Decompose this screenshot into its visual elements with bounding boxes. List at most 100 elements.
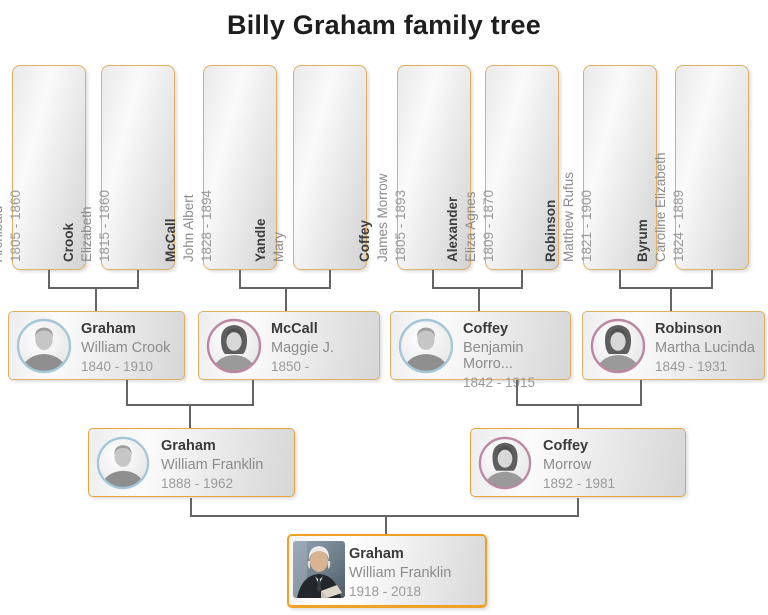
ancestor-card-coffey-james[interactable]: Coffey James Morrow 1805 - 1893 bbox=[357, 65, 471, 270]
person-info: Graham William Franklin 1918 - 2018 bbox=[349, 546, 451, 599]
connector-line bbox=[577, 404, 579, 428]
connector-line bbox=[577, 498, 579, 517]
connector-line bbox=[619, 270, 621, 289]
ancestor-card-alexander-eliza[interactable]: Alexander Eliza Agnes 1809 - 1870 bbox=[445, 65, 559, 270]
female-avatar-icon bbox=[206, 318, 262, 374]
connector-line bbox=[126, 380, 128, 406]
surname: Robinson bbox=[543, 199, 558, 262]
parent-card-coffey-morrow[interactable]: Coffey Morrow 1892 - 1981 bbox=[470, 428, 686, 497]
connector-line bbox=[385, 515, 387, 534]
grandparent-card-mccall-maggie[interactable]: McCall Maggie J. 1850 - bbox=[198, 311, 380, 380]
given-name: William Franklin bbox=[349, 565, 452, 581]
ancestor-card-crook-elizabeth[interactable]: Crook Elizabeth 1815 - 1860 bbox=[61, 65, 175, 270]
surname: Robinson bbox=[655, 321, 722, 337]
connector-line bbox=[137, 270, 139, 289]
surname: McCall bbox=[271, 321, 318, 337]
ancestor-card-text: Byrum Caroline Elizabeth 1824 - 1889 bbox=[634, 74, 688, 262]
surname: Alexander bbox=[445, 196, 460, 262]
ancestor-card-text: Graham Archibald 1805 - 1860 bbox=[0, 74, 25, 262]
connector-line bbox=[190, 498, 192, 517]
life-years: 1824 - 1889 bbox=[671, 189, 686, 262]
given-name: William Franklin bbox=[161, 457, 264, 473]
parent-card-graham-william-franklin[interactable]: Graham William Franklin 1888 - 1962 bbox=[88, 428, 295, 497]
ancestor-card-graham-archibald[interactable]: Graham Archibald 1805 - 1860 bbox=[0, 65, 86, 270]
male-avatar-icon bbox=[96, 436, 150, 490]
life-years: 1805 - 1860 bbox=[8, 189, 23, 262]
surname: Crook bbox=[61, 222, 76, 262]
male-avatar-icon bbox=[398, 318, 454, 374]
connector-line bbox=[711, 270, 713, 289]
female-avatar-icon bbox=[478, 436, 532, 490]
given-name: Archibald bbox=[0, 205, 5, 262]
given-name: Maggie J. bbox=[271, 340, 334, 356]
ancestor-card-robinson-matthew[interactable]: Robinson Matthew Rufus 1821 - 1900 bbox=[543, 65, 657, 270]
life-years: 1805 - 1893 bbox=[393, 189, 408, 262]
connector-line bbox=[48, 287, 139, 289]
given-name: Benjamin Morro... bbox=[463, 340, 524, 372]
surname: Coffey bbox=[357, 219, 372, 262]
connector-line bbox=[95, 287, 97, 311]
person-info: Graham William Crook 1840 - 1910 bbox=[81, 321, 170, 374]
life-years: 1850 - bbox=[271, 359, 310, 374]
connector-line bbox=[432, 287, 523, 289]
life-years: 1892 - 1981 bbox=[543, 476, 616, 491]
surname: Byrum bbox=[635, 219, 650, 262]
connector-line bbox=[521, 270, 523, 289]
surname: Yandle bbox=[253, 218, 268, 262]
ancestor-card-text: Coffey James Morrow 1805 - 1893 bbox=[356, 74, 410, 262]
connector-line bbox=[48, 270, 50, 289]
person-info: Robinson Martha Lucinda 1849 - 1931 bbox=[655, 321, 755, 374]
life-years: 1849 - 1931 bbox=[655, 359, 728, 374]
given-name: Mary bbox=[271, 232, 286, 262]
given-name: William Crook bbox=[81, 340, 171, 356]
connector-line bbox=[619, 287, 713, 289]
given-name: Eliza Agnes bbox=[463, 191, 478, 262]
given-name: Martha Lucinda bbox=[655, 340, 755, 356]
connector-line bbox=[252, 380, 254, 406]
billy-graham-photo bbox=[293, 541, 345, 598]
surname: Coffey bbox=[543, 438, 589, 454]
connector-line bbox=[329, 270, 331, 289]
grandparent-card-robinson-martha[interactable]: Robinson Martha Lucinda 1849 - 1931 bbox=[582, 311, 765, 380]
life-years: 1840 - 1910 bbox=[81, 359, 154, 374]
connector-line bbox=[478, 287, 480, 311]
ancestor-card-yandle-mary[interactable]: Yandle Mary bbox=[253, 65, 367, 270]
given-name: James Morrow bbox=[375, 173, 390, 262]
ancestor-card-text: Alexander Eliza Agnes 1809 - 1870 bbox=[444, 74, 498, 262]
ancestor-card-byrum-caroline[interactable]: Byrum Caroline Elizabeth 1824 - 1889 bbox=[635, 65, 749, 270]
connector-line bbox=[516, 404, 642, 406]
surname: Graham bbox=[349, 546, 404, 562]
surname: Graham bbox=[161, 438, 216, 454]
ancestor-card-mccall-john[interactable]: McCall John Albert 1828 - 1894 bbox=[163, 65, 277, 270]
ancestor-card-text: Robinson Matthew Rufus 1821 - 1900 bbox=[542, 74, 596, 262]
surname: Coffey bbox=[463, 321, 509, 337]
connector-line bbox=[239, 270, 241, 289]
grandparent-card-coffey-benjamin[interactable]: Coffey Benjamin Morro... 1842 - 1915 bbox=[390, 311, 571, 390]
person-info: McCall Maggie J. 1850 - bbox=[271, 321, 334, 374]
surname: McCall bbox=[163, 218, 178, 262]
connector-line bbox=[190, 515, 579, 517]
connector-line bbox=[285, 287, 287, 311]
female-avatar-icon bbox=[590, 318, 646, 374]
surname: Graham bbox=[81, 321, 136, 337]
life-years: 1815 - 1860 bbox=[97, 189, 112, 262]
connector-line bbox=[189, 404, 191, 428]
page-title: Billy Graham family tree bbox=[227, 10, 541, 40]
ancestor-card-text: Yandle Mary bbox=[252, 74, 306, 262]
subject-card-billy-graham[interactable]: Graham William Franklin 1918 - 2018 bbox=[287, 534, 487, 608]
life-years: 1821 - 1900 bbox=[579, 189, 594, 262]
life-years: 1828 - 1894 bbox=[199, 189, 214, 262]
life-years: 1918 - 2018 bbox=[349, 584, 422, 599]
grandparent-card-graham-william-crook[interactable]: Graham William Crook 1840 - 1910 bbox=[8, 311, 185, 380]
connector-line bbox=[670, 287, 672, 311]
ancestor-card-text: McCall John Albert 1828 - 1894 bbox=[162, 74, 216, 262]
given-name: John Albert bbox=[181, 194, 196, 262]
life-years: 1888 - 1962 bbox=[161, 476, 234, 491]
life-years: 1809 - 1870 bbox=[481, 189, 496, 262]
connector-line bbox=[432, 270, 434, 289]
person-info: Graham William Franklin 1888 - 1962 bbox=[161, 438, 263, 491]
ancestor-card-text: Crook Elizabeth 1815 - 1860 bbox=[60, 74, 114, 262]
given-name: Elizabeth bbox=[79, 206, 94, 262]
given-name: Morrow bbox=[543, 457, 592, 473]
